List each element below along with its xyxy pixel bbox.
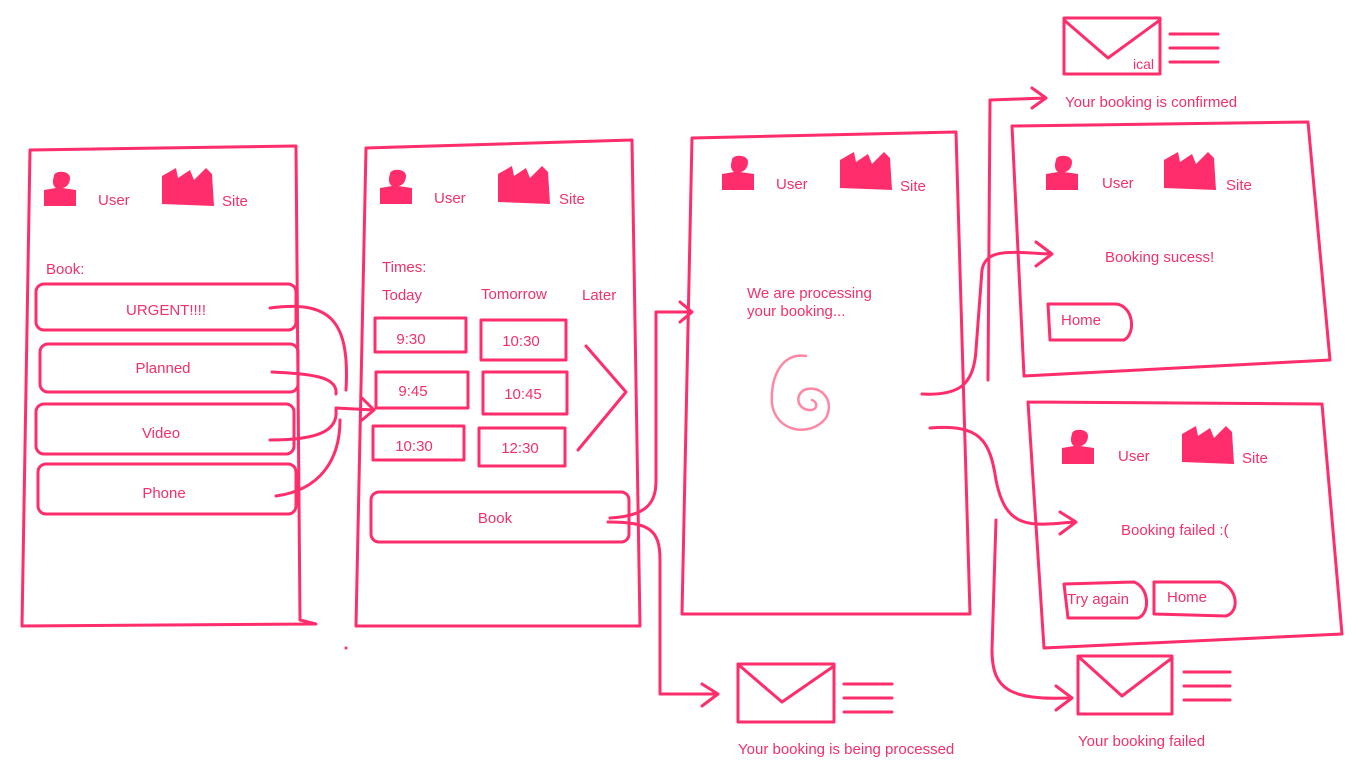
retry-box [1062, 580, 1148, 620]
home-box [1152, 580, 1237, 618]
option-phone[interactable]: Phone [142, 485, 186, 502]
screen-3-frame [680, 130, 972, 616]
slot-tomorrow-2[interactable]: 12:30 [501, 440, 539, 457]
col-later[interactable]: Later [582, 287, 617, 304]
site-icon [160, 166, 216, 208]
option-box-video [34, 402, 296, 456]
site-label: Site [559, 191, 585, 208]
home-button[interactable]: Home [1061, 312, 1102, 329]
user-label: User [98, 192, 130, 209]
user-icon [720, 154, 756, 192]
option-box-phone [36, 462, 298, 516]
mail-icon-failed [1076, 654, 1232, 716]
flow-arrow [274, 418, 342, 498]
email-confirmed-caption: Your booking is confirmed [1065, 94, 1238, 111]
slot-tomorrow-1[interactable]: 10:45 [504, 386, 542, 403]
mail-icon-confirmed [1062, 16, 1220, 76]
try-again-button[interactable]: Try again [1067, 591, 1129, 608]
user-label: User [1102, 175, 1134, 192]
flow-arrow [268, 408, 338, 442]
slot-box [371, 424, 466, 462]
site-label: Site [1226, 177, 1252, 194]
flow-arrow [928, 425, 1078, 536]
processing-line-2: your booking... [747, 303, 846, 320]
home-box [1046, 302, 1133, 342]
book-box [369, 490, 631, 544]
col-tomorrow: Tomorrow [481, 286, 547, 303]
flow-arrow [990, 518, 1074, 712]
flow-arrow [920, 240, 1054, 396]
slot-today-1[interactable]: 9:45 [398, 383, 428, 400]
ical-label: ical [1133, 56, 1155, 72]
user-icon [42, 170, 78, 208]
screen-1-frame [20, 144, 318, 628]
slot-box [481, 370, 569, 416]
slot-today-2[interactable]: 10:30 [395, 438, 433, 455]
user-icon [1060, 428, 1096, 466]
option-urgent[interactable]: URGENT!!!! [125, 302, 206, 319]
success-message: Booking sucess! [1105, 249, 1215, 266]
screen-5-frame [1026, 400, 1344, 650]
option-video[interactable]: Video [141, 425, 181, 442]
flow-arrow [334, 396, 376, 422]
flow-arrow [986, 86, 1048, 382]
slot-today-0[interactable]: 9:30 [396, 331, 426, 348]
site-label: Site [1242, 450, 1268, 467]
col-today: Today [382, 287, 423, 304]
site-label: Site [222, 193, 248, 210]
option-box-planned [38, 342, 300, 394]
book-button[interactable]: Book [477, 510, 513, 527]
user-label: User [776, 176, 808, 193]
screen-2-frame [354, 138, 642, 628]
site-label: Site [900, 178, 926, 195]
slot-box [373, 316, 468, 354]
slot-box [477, 426, 567, 468]
site-icon [838, 150, 894, 192]
user-icon [1044, 154, 1080, 192]
slot-box [479, 318, 568, 362]
failed-message: Booking failed :( [1121, 522, 1229, 539]
stray-dot [344, 646, 348, 650]
flow-arrow [608, 300, 694, 520]
site-icon [1162, 150, 1218, 192]
user-icon [378, 168, 414, 206]
screen-4-frame [1010, 120, 1332, 378]
book-label: Book: [46, 261, 85, 278]
slot-box [374, 370, 470, 410]
home-button[interactable]: Home [1167, 589, 1208, 606]
flow-arrow [270, 370, 338, 396]
processing-line-1: We are processing [747, 285, 872, 302]
user-label: User [434, 190, 466, 207]
flow-arrow [268, 304, 348, 392]
slot-tomorrow-0[interactable]: 10:30 [502, 333, 540, 350]
user-label: User [1118, 448, 1150, 465]
email-failed-caption: Your booking failed [1078, 733, 1206, 750]
mail-icon-processing [736, 662, 894, 724]
email-processing-caption: Your booking is being processed [738, 741, 955, 758]
flow-arrow [606, 520, 720, 708]
site-icon [1180, 424, 1236, 466]
later-chevron [576, 344, 628, 452]
spinner-icon [770, 354, 830, 432]
option-planned[interactable]: Planned [135, 360, 191, 377]
site-icon [496, 164, 552, 206]
times-label: Times: [382, 259, 427, 276]
